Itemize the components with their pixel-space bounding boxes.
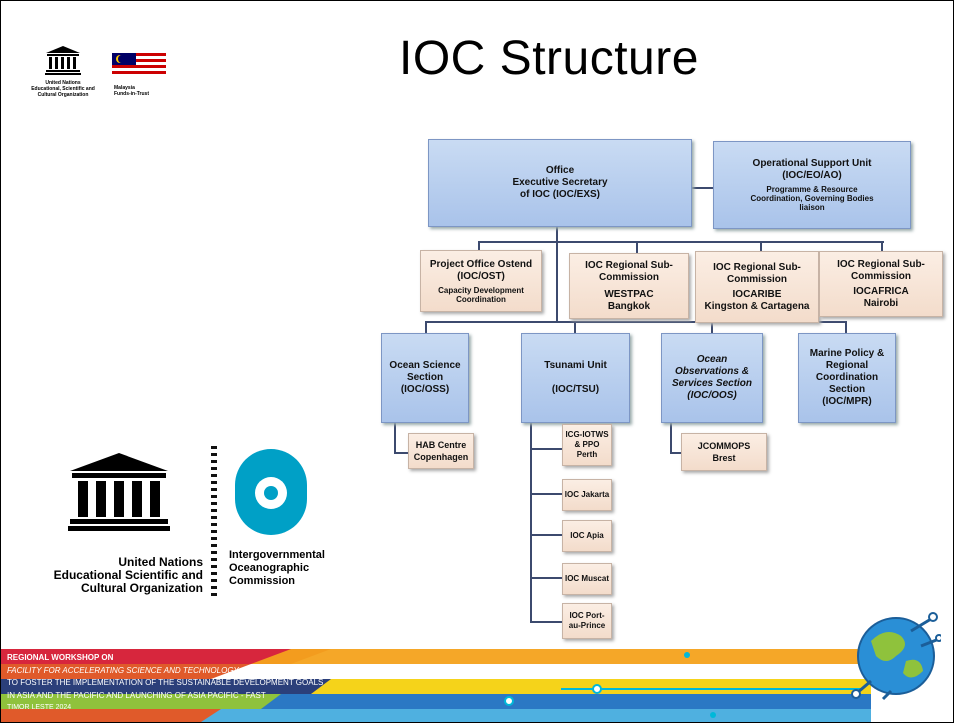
tsunami-office-label: IOC Port- au-Prince bbox=[568, 611, 606, 630]
tsunami-unit-box: Tsunami Unit (IOC/TSU) bbox=[521, 333, 630, 423]
connector bbox=[636, 241, 638, 253]
banner-text: REGIONAL WORKSHOP ON FACILITY FOR ACCELE… bbox=[7, 652, 323, 715]
slide-title: IOC Structure bbox=[399, 32, 699, 85]
banner-line: TIMOR LESTE 2024 bbox=[7, 704, 72, 711]
connector bbox=[556, 226, 558, 242]
unesco-large-caption: United Nations Educational Scientific an… bbox=[53, 555, 203, 595]
iocaribe-sub: IOCARIBE Kingston & Cartagena bbox=[704, 288, 810, 312]
ioc-logo: Intergovernmental Oceanographic Commissi… bbox=[229, 449, 329, 588]
tsunami-office-label: IOC Muscat bbox=[564, 574, 609, 583]
connector bbox=[530, 493, 562, 495]
tsu-title: Tsunami Unit (IOC/TSU) bbox=[544, 360, 607, 395]
connector bbox=[881, 241, 883, 253]
connector bbox=[530, 421, 532, 623]
tsunami-office-box: IOC Muscat bbox=[562, 563, 612, 595]
tsunami-office-label: IOC Apia bbox=[570, 531, 604, 540]
tsunami-office-label: IOC Jakarta bbox=[564, 490, 610, 499]
connector bbox=[670, 452, 682, 454]
iocafrica-box: IOC Regional Sub- Commission IOCAFRICA N… bbox=[819, 251, 943, 317]
westpac-box: IOC Regional Sub- Commission WESTPAC Ban… bbox=[569, 253, 689, 319]
office-title: Office Executive Secretary of IOC (IOC/E… bbox=[512, 165, 608, 200]
marine-policy-box: Marine Policy & Regional Coordination Se… bbox=[798, 333, 896, 423]
iocaribe-box: IOC Regional Sub- Commission IOCARIBE Ki… bbox=[695, 251, 819, 323]
connector bbox=[530, 621, 562, 623]
connector bbox=[478, 241, 884, 243]
tsunami-office-box: IOC Port- au-Prince bbox=[562, 603, 612, 639]
divider bbox=[211, 446, 217, 598]
banner-stripes bbox=[1, 649, 871, 722]
oos-title: Ocean Observations & Services Section (I… bbox=[671, 354, 753, 401]
osu-sub: Programme & Resource Coordination, Gover… bbox=[750, 185, 874, 212]
connector bbox=[530, 448, 562, 450]
connector bbox=[394, 452, 410, 454]
tsunami-office-box: ICG-IOTWS & PPO Perth bbox=[562, 424, 612, 466]
unesco-small-caption: United Nations Educational, Scientific a… bbox=[31, 80, 95, 98]
malaysia-funds-logo: Malaysia Funds-in-Trust bbox=[112, 53, 172, 97]
office-executive-secretary-box: Office Executive Secretary of IOC (IOC/E… bbox=[428, 139, 692, 227]
connector bbox=[394, 421, 396, 453]
malaysia-caption: Malaysia Funds-in-Trust bbox=[114, 85, 149, 97]
westpac-sub: WESTPAC Bangkok bbox=[604, 288, 654, 312]
westpac-title: IOC Regional Sub- Commission bbox=[585, 259, 673, 283]
unesco-logo-small: United Nations Educational, Scientific a… bbox=[27, 45, 99, 98]
jcommops-box: JCOMMOPS Brest bbox=[681, 433, 767, 471]
connector bbox=[556, 242, 558, 322]
connector bbox=[760, 241, 762, 253]
jcommops-title: JCOMMOPS Brest bbox=[697, 441, 751, 463]
connector bbox=[425, 321, 427, 335]
connector bbox=[691, 187, 717, 189]
oss-title: Ocean Science Section (IOC/OSS) bbox=[389, 360, 461, 395]
ocean-science-section-box: Ocean Science Section (IOC/OSS) bbox=[381, 333, 469, 423]
connector bbox=[478, 241, 480, 253]
banner-line: IN ASIA AND THE PACIFIC AND LAUNCHING OF… bbox=[7, 690, 266, 700]
operational-support-unit-box: Operational Support Unit (IOC/EO/AO) Pro… bbox=[713, 141, 911, 229]
banner-line: FACILITY FOR ACCELERATING SCIENCE AND TE… bbox=[7, 665, 267, 675]
globe-circuit-icon bbox=[851, 612, 941, 701]
hab-centre-box: HAB Centre Copenhagen bbox=[408, 433, 474, 469]
unesco-logo-large: United Nations Educational Scientific an… bbox=[35, 451, 203, 595]
ioc-emblem-icon bbox=[235, 449, 307, 535]
iocaribe-title: IOC Regional Sub- Commission bbox=[713, 261, 801, 285]
hab-title: HAB Centre Copenhagen bbox=[413, 440, 469, 462]
ocean-observations-box: Ocean Observations & Services Section (I… bbox=[661, 333, 763, 423]
project-office-ostend-box: Project Office Ostend (IOC/OST) Capacity… bbox=[420, 250, 542, 312]
connector bbox=[574, 321, 576, 335]
connector bbox=[425, 321, 845, 323]
connector bbox=[530, 534, 562, 536]
iocafrica-sub: IOCAFRICA Nairobi bbox=[853, 285, 909, 309]
iocafrica-title: IOC Regional Sub- Commission bbox=[837, 258, 925, 282]
tsunami-office-box: IOC Apia bbox=[562, 520, 612, 552]
ioc-caption: Intergovernmental Oceanographic Commissi… bbox=[229, 549, 325, 587]
malaysia-flag-icon bbox=[112, 53, 166, 75]
banner-line: REGIONAL WORKSHOP ON bbox=[7, 653, 114, 662]
footer-banner bbox=[1, 649, 953, 722]
unesco-temple-icon bbox=[45, 46, 81, 75]
ost-title: Project Office Ostend (IOC/OST) bbox=[429, 258, 533, 282]
ost-sub: Capacity Development Coordination bbox=[438, 285, 524, 304]
connector bbox=[530, 577, 562, 579]
mpr-title: Marine Policy & Regional Coordination Se… bbox=[809, 348, 885, 407]
tsunami-office-box: IOC Jakarta bbox=[562, 479, 612, 511]
connector bbox=[711, 321, 713, 335]
banner-line: TO FOSTER THE IMPLEMENTATION OF THE SUST… bbox=[7, 678, 324, 687]
unesco-temple-icon bbox=[68, 453, 170, 531]
connector bbox=[670, 421, 672, 453]
tsunami-office-label: ICG-IOTWS & PPO Perth bbox=[565, 430, 609, 459]
osu-title: Operational Support Unit (IOC/EO/AO) bbox=[752, 158, 872, 181]
connector bbox=[845, 321, 847, 335]
